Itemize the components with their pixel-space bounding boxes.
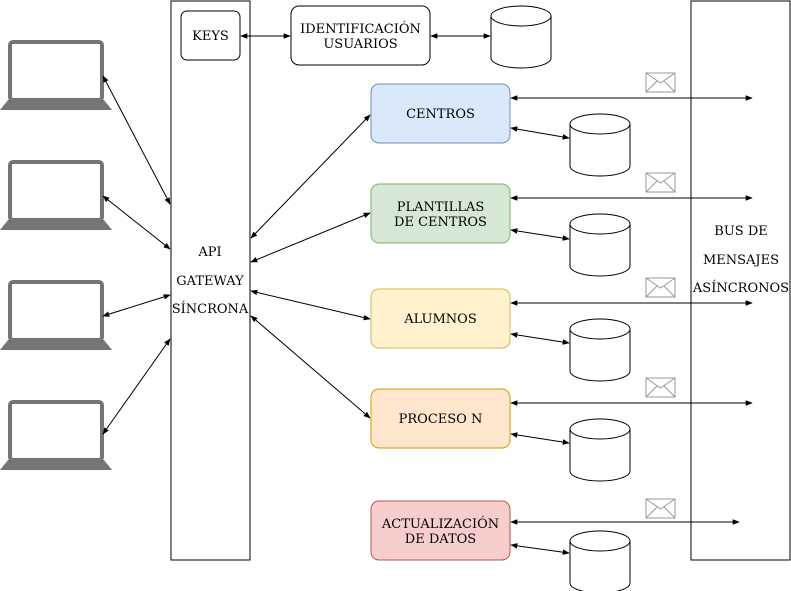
envelope-icon [645,172,676,193]
api-gateway-label-2: GATEWAY [176,274,244,289]
connector-arrow [510,332,570,345]
keys-box [180,10,241,61]
laptop-icon [0,400,114,472]
service-label-centros: CENTROS [406,107,475,122]
message-bus-label-2: MENSAJES [703,253,779,268]
identification-database-icon [490,5,552,69]
connector-arrow [250,114,371,239]
service-box-proceso-n [370,388,511,449]
message-bus-label-1: BUS DE [714,224,767,239]
envelope-icon [645,72,676,93]
service-box-plantillas [370,183,511,244]
keys-label: KEYS [192,29,229,44]
connector-arrow [510,126,570,140]
database-icon [569,213,631,277]
database-icon [569,113,631,177]
envelope-icon [645,498,676,519]
identification-label-1: IDENTIFICACIÓN [300,20,421,37]
database-icon [569,530,631,591]
service-label-actualizacion-1: ACTUALIZACIÓN [381,515,499,532]
service-box-centros [370,83,511,144]
envelope-icon [645,277,676,298]
service-label-plantillas-1: PLANTILLAS [397,200,485,215]
database-icon [569,318,631,382]
identification-label-2: USUARIOS [323,37,397,52]
api-gateway-label-1: API [197,245,221,260]
database-icon [569,418,631,482]
laptop-icon [0,280,114,352]
connector-arrow [510,543,570,555]
message-bus-box [690,0,791,561]
service-label-alumnos: ALUMNOS [403,312,477,327]
envelope-icon [645,377,676,398]
laptop-icon [0,160,114,232]
connector-arrow [510,432,570,445]
connector-arrow [102,294,171,317]
identification-box [290,5,431,66]
connector-arrow [250,212,371,263]
connector-arrow [250,315,371,419]
connector-arrow [102,75,171,205]
connector-arrow [250,289,371,321]
api-gateway-label-3: SÍNCRONA [172,301,249,317]
connector-arrow [510,228,570,241]
message-bus-label-3: ASÍNCRONOS [692,280,789,296]
service-label-plantillas-2: DE CENTROS [394,215,487,230]
laptop-icon [0,40,114,112]
service-box-actualizacion [370,500,511,561]
connector-arrow [102,195,171,250]
service-label-proceso-n: PROCESO N [399,412,483,427]
service-box-alumnos [370,288,511,349]
api-gateway-box [170,0,251,561]
connector-arrow [102,338,171,435]
service-label-actualizacion-2: DE DATOS [405,532,476,547]
